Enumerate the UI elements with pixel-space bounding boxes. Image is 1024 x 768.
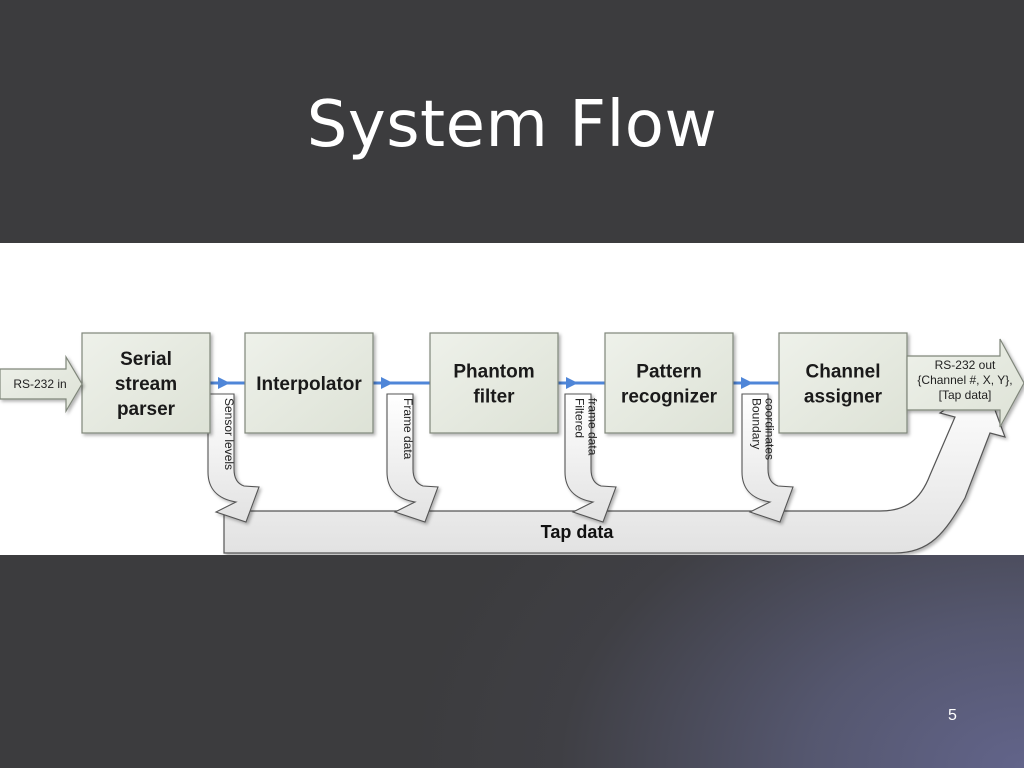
- flow-arrow-2: [373, 377, 430, 389]
- pattern-recognizer-label: recognizer: [621, 387, 718, 408]
- channel-assigner-box-shape: [778, 332, 908, 434]
- flow-arrow-1: [210, 377, 245, 389]
- channel-assigner-label: Channel: [806, 362, 881, 383]
- sensor-levels-label: Sensor levels: [222, 398, 236, 470]
- page-number: 5: [948, 707, 957, 724]
- system-flow-diagram: Tap data Sensor levels Frame data Filtered…: [0, 332, 1024, 554]
- rs232-in-arrow: [0, 354, 83, 414]
- pattern-recognizer-label: Pattern: [636, 362, 701, 383]
- serial-stream-parser-label: Serial: [120, 349, 172, 370]
- tap-data-label: Tap data: [541, 522, 615, 542]
- rs232-out-label-line: RS-232 out: [935, 358, 996, 372]
- rs232-out-arrow: [906, 338, 1024, 428]
- boundary-coordinates-label: Boundary: [750, 398, 764, 449]
- filtered-frame-data-label: frame data: [586, 398, 600, 456]
- rs232-out-label: RS-232 out{Channel #, X, Y},[Tap data]: [917, 358, 1012, 402]
- serial-stream-parser-label: stream: [115, 374, 177, 395]
- channel-assigner-box: Channel assigner: [778, 332, 908, 434]
- frame-data-tap-arrow: Frame data: [386, 393, 439, 523]
- rs232-out-label-line: [Tap data]: [939, 388, 992, 402]
- process-boxes: Serial stream parser Interpolator Phantom fil…: [81, 332, 908, 434]
- rs232-in-label: RS-232 in: [13, 377, 66, 391]
- rs232-out-label-line: {Channel #, X, Y},: [917, 373, 1012, 387]
- phantom-filter-box: Phantom filter: [429, 332, 559, 434]
- interpolator-label: Interpolator: [256, 374, 362, 395]
- frame-data-label: Frame data: [401, 398, 415, 460]
- sensor-levels-tap-arrow: Sensor levels: [207, 393, 260, 523]
- serial-stream-parser-box-shape: [81, 332, 211, 434]
- serial-stream-parser-box: Serial stream parser: [81, 332, 211, 434]
- slide-title: System Flow: [306, 88, 718, 162]
- flow-arrow-3: [558, 377, 605, 389]
- flow-arrows: [210, 377, 779, 389]
- phantom-filter-label: Phantom: [453, 362, 534, 383]
- tap-data-bus-arrow: [223, 382, 1006, 554]
- serial-stream-parser-label: parser: [117, 399, 176, 420]
- channel-assigner-label: assigner: [804, 387, 883, 408]
- pattern-recognizer-box: Pattern recognizer: [604, 332, 734, 434]
- phantom-filter-label: filter: [473, 387, 515, 408]
- interpolator-box-shape: [244, 332, 374, 434]
- interpolator-box: Interpolator: [244, 332, 374, 434]
- pattern-recognizer-box-shape: [604, 332, 734, 434]
- boundary-coordinates-label: coordinates: [763, 398, 777, 460]
- flow-arrow-4: [733, 377, 779, 389]
- diagram-panel: Tap data Sensor levels Frame data Filtered…: [0, 243, 1024, 555]
- phantom-filter-box-shape: [429, 332, 559, 434]
- filtered-frame-data-label: Filtered: [573, 398, 587, 438]
